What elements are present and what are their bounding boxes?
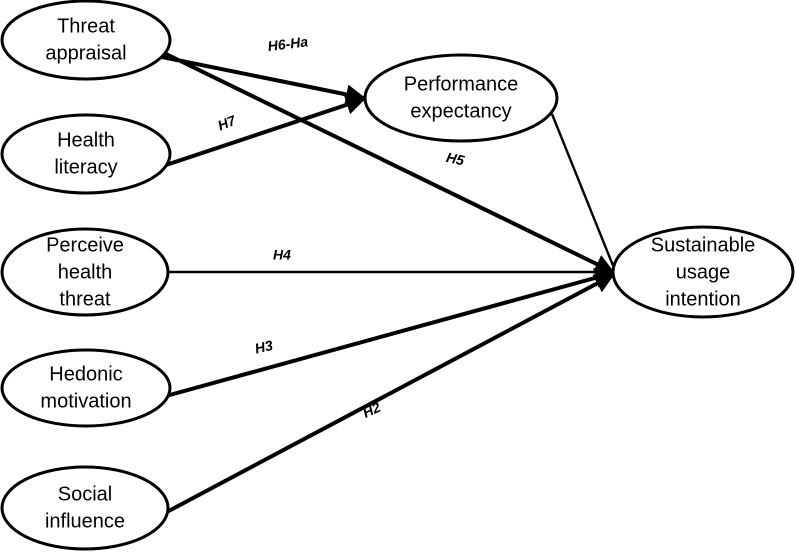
node-perceive-health-threat-label-line2: health: [58, 261, 113, 283]
node-health-literacy-shape[interactable]: [0, 113, 172, 195]
edges-layer: [161, 51, 622, 516]
edge-pe-sui-line: [550, 113, 622, 284]
node-performance-expectancy-shape[interactable]: [363, 53, 559, 143]
node-performance-expectancy-label-line2: expectancy: [410, 100, 511, 122]
node-performance-expectancy-label-line1: Performance: [404, 73, 519, 95]
node-health-literacy-label-line1: Health: [57, 129, 115, 151]
edge-h2-line: [162, 273, 615, 516]
edge-h7-line: [162, 95, 366, 168]
node-hedonic-motivation-label-line2: motivation: [40, 390, 131, 412]
edge-label-h5: H5: [445, 149, 466, 168]
node-sustainable-usage-intention-label-line1: Sustainable: [651, 234, 756, 256]
node-perceive-health-threat-label-line1: Perceive: [46, 234, 124, 256]
node-sustainable-usage-intention-label-line3: intention: [665, 288, 741, 310]
node-hedonic-motivation-label-line1: Hedonic: [49, 363, 122, 385]
node-sustainable-usage-intention-shape[interactable]: [611, 225, 795, 319]
node-threat-appraisal-shape[interactable]: [0, 0, 172, 81]
node-perceive-health-threat[interactable]: Perceive health threat: [0, 227, 170, 317]
edge-h3-line: [165, 268, 615, 398]
node-threat-appraisal[interactable]: Threat appraisal: [0, 0, 172, 81]
node-health-literacy-label-line2: literacy: [54, 156, 117, 178]
node-health-literacy[interactable]: Health literacy: [0, 113, 172, 195]
edge-label-h2: H2: [360, 399, 383, 421]
node-perceive-health-threat-shape[interactable]: [0, 227, 170, 317]
edge-h5-line: [163, 51, 615, 274]
node-social-influence-shape[interactable]: [0, 465, 170, 551]
node-social-influence-label-line1: Social: [58, 483, 112, 505]
edge-labels-layer: H6-Ha H7 H5 H4 H3 H2: [215, 33, 466, 421]
edge-h6-ha-line: [161, 55, 366, 105]
edge-label-h3: H3: [253, 337, 274, 357]
node-sustainable-usage-intention-label-line2: usage: [676, 261, 731, 283]
node-social-influence-label-line2: influence: [45, 510, 125, 532]
edge-label-h7: H7: [215, 112, 239, 134]
edge-label-h4: H4: [273, 247, 291, 263]
node-threat-appraisal-label-line1: Threat: [57, 15, 115, 37]
edge-label-h6-ha: H6-Ha: [267, 33, 309, 54]
node-social-influence[interactable]: Social influence: [0, 465, 170, 551]
node-sustainable-usage-intention[interactable]: Sustainable usage intention: [611, 225, 795, 319]
node-perceive-health-threat-label-line3: threat: [59, 288, 111, 310]
node-hedonic-motivation-shape[interactable]: [0, 348, 172, 428]
node-hedonic-motivation[interactable]: Hedonic motivation: [0, 348, 172, 428]
node-performance-expectancy[interactable]: Performance expectancy: [363, 53, 559, 143]
node-threat-appraisal-label-line2: appraisal: [45, 42, 126, 64]
